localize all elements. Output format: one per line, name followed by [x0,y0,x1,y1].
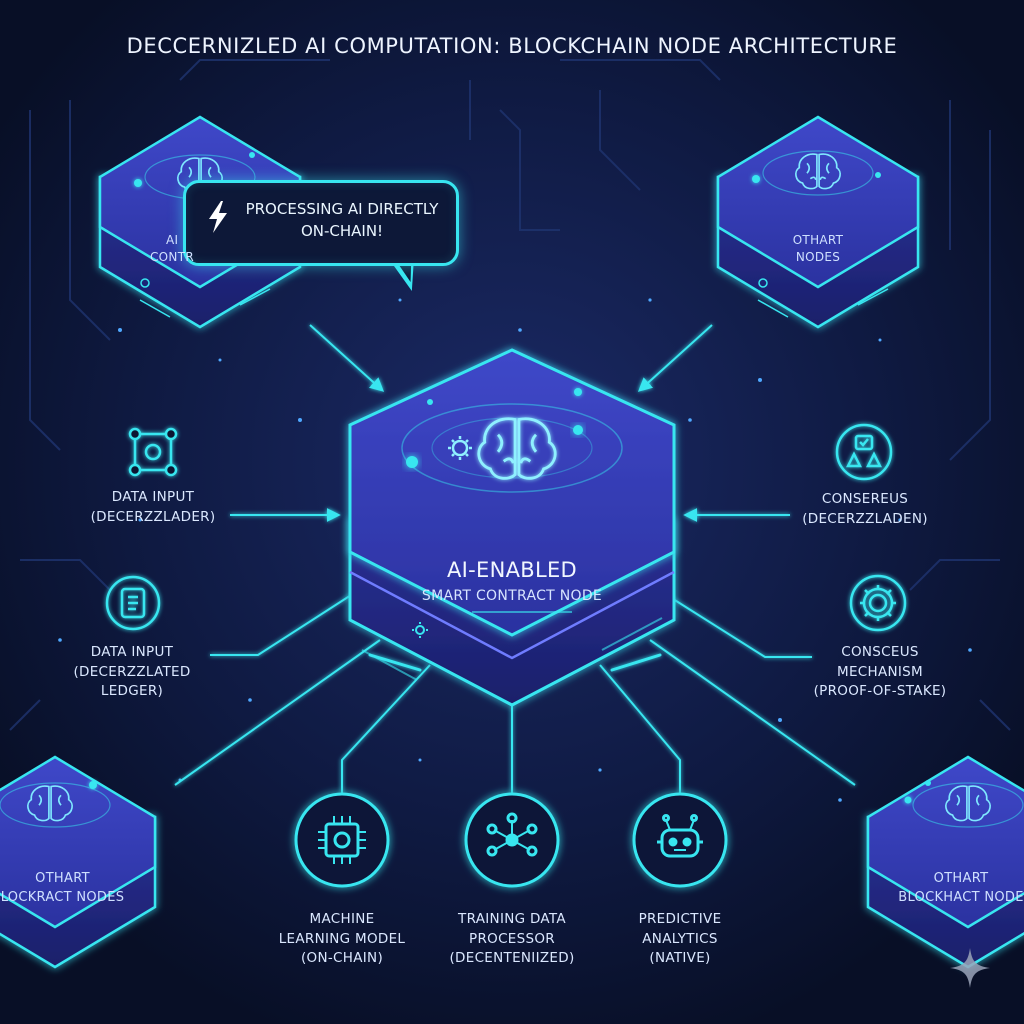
right-item-2-line-3: (PROOF-OF-STAKE) [813,683,947,700]
arrow-top-right [637,324,713,392]
small-gear-icon [448,436,472,460]
left-item-2-line-3: LEDGER) [100,683,164,700]
speech-bubble: PROCESSING AI DIRECTLY ON-CHAIN! [183,180,459,266]
brain-icon [795,153,841,190]
connectors [174,324,856,795]
bottom-item-training-line-2: PROCESSOR [469,930,555,947]
bottom-item-ml-label: MACHINE LEARNING MODEL (ON-CHAIN) [262,910,422,969]
chip-icon[interactable] [294,792,390,888]
bottom-item-predictive-line-3: (NATIVE) [649,950,711,967]
right-item-2-line-2: MECHANISM [837,663,923,680]
line-predictive [599,664,681,795]
bottom-item-training-line-3: (DECENTENIIZED) [449,950,575,967]
consensus-icon [835,423,893,481]
center-node-subtitle: SMART CONTRACT NODE [421,588,603,604]
bottom-item-ml-line-1: MACHINE [309,911,375,927]
lightning-icon [209,201,227,233]
center-node-title: AI-ENABLED [446,558,578,582]
node-bottom-right[interactable] [866,755,1024,969]
bottom-item-predictive-line-1: PREDICTIVE [638,911,722,927]
left-item-2-line-1: DATA INPUT [90,644,174,660]
center-base-glow [368,653,662,672]
line-bottom-right-node [649,639,856,786]
brain-icon [27,785,73,822]
bottom-item-training-line-1: TRAINING DATA [458,911,566,927]
gear-icon [849,574,907,632]
node-bottom-left[interactable] [0,755,157,969]
bottom-item-ml-line-3: (ON-CHAIN) [300,950,384,967]
node-top-left-line-2: CONTR [150,250,194,265]
left-item-1-line-1: DATA INPUT [111,489,195,505]
bottom-item-ml-line-2: LEARNING MODEL [278,930,406,947]
arrow-top-left [309,324,385,392]
robot-icon[interactable] [632,792,728,888]
node-top-right-label: OTHART NODES [738,232,898,267]
bottom-item-training-label: TRAINING DATA PROCESSOR (DECENTENIIZED) [427,910,597,969]
node-top-left-line-1: AI [166,233,179,247]
bottom-item-predictive-line-2: ANALYTICS [642,930,718,947]
right-item-2-line-1: CONSCEUS [841,644,919,660]
line-ml-model [341,664,431,795]
particles [58,298,972,802]
network-square-icon [128,427,178,477]
bottom-item-predictive-label: PREDICTIVE ANALYTICS (NATIVE) [600,910,760,969]
line-bottom-left-node [174,639,381,786]
circuit-traces [9,59,1011,731]
sparkle-icon [950,948,990,988]
brain-icon [945,785,991,822]
network-icon[interactable] [464,792,560,888]
node-bottom-left-label: OTHART LOCKRACT NODES [0,870,125,908]
right-item-2-label: CONSCEUS MECHANISM (PROOF-OF-STAKE) [800,643,960,702]
node-bottom-right-line-1: OTHART [933,871,989,886]
node-top-right[interactable] [716,115,920,329]
node-bottom-right-line-2: BLOCKHACT NODE [898,889,1024,905]
node-top-right-line-2: NODES [795,250,841,265]
brain-icon [477,417,557,480]
center-node[interactable] [348,348,676,707]
node-bottom-right-label: OTHART BLOCKHACT NODE [898,870,1024,908]
node-bottom-left-line-1: OTHART [35,871,90,886]
bubble-text: PROCESSING AI DIRECTLY ON-CHAIN! [242,199,442,243]
left-item-2-label: DATA INPUT (DECERZZLATED LEDGER) [62,643,202,702]
line-right-mechanism [661,591,812,658]
small-gear-icon [412,622,428,638]
left-item-1-label: DATA INPUT (DECERZZLADER) [78,488,228,527]
line-left-ledger [210,587,363,656]
right-item-1-line-2: (DECERZZLADEN) [802,510,928,527]
ledger-icon [105,575,161,631]
right-item-1-label: CONSEREUS (DECERZZLADEN) [790,490,940,529]
page-title: DECCERNIZLED AI COMPUTATION: BLOCKCHAIN … [126,34,898,58]
node-top-right-line-1: OTHART [792,233,844,247]
node-top-left-label: AI CONTR [150,232,210,267]
left-item-2-line-2: (DECERZZLATED [73,663,191,680]
bubble-line-1: PROCESSING AI DIRECTLY [245,200,439,218]
left-item-1-line-2: (DECERZZLADER) [90,508,216,525]
bubble-line-2: ON-CHAIN! [300,221,384,240]
right-item-1-line-1: CONSEREUS [821,491,909,507]
node-bottom-left-line-2: LOCKRACT NODES [0,889,125,905]
